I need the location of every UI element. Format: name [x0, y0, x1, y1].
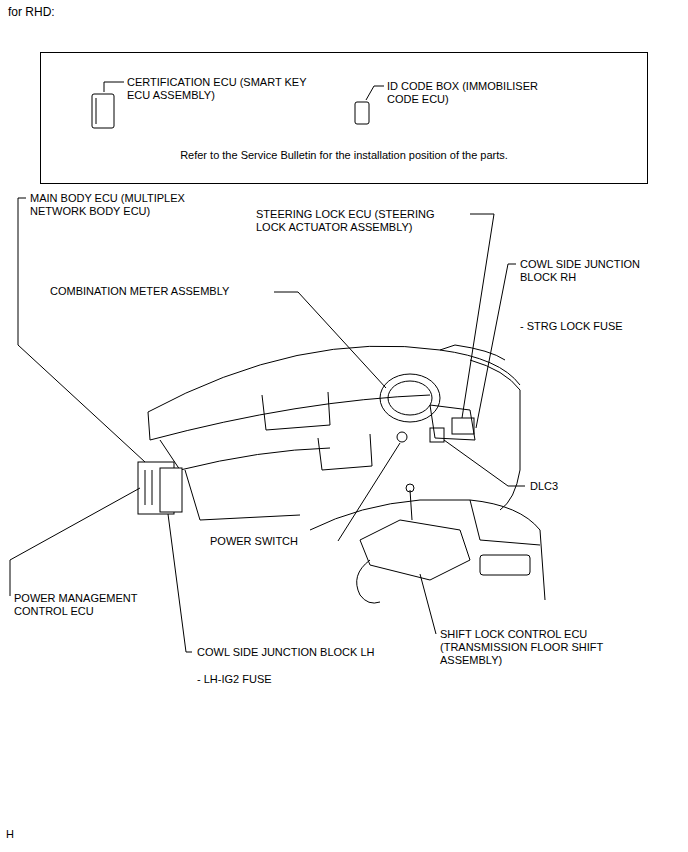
leader-line	[476, 264, 516, 428]
leader-line	[462, 214, 494, 418]
leader-line	[274, 292, 386, 388]
part-label: POWER MANAGEMENT CONTROL ECU	[14, 592, 184, 618]
note-text: Refer to the Service Bulletin for the in…	[41, 53, 647, 162]
ecu-icon	[355, 102, 369, 124]
part-label: H	[6, 828, 36, 841]
part-label: - LH-IG2 FUSE	[197, 673, 347, 686]
part-label: POWER SWITCH	[210, 535, 336, 548]
leader-line	[10, 488, 140, 596]
part-label: ID CODE BOX (IMMOBILISER CODE ECU)	[387, 80, 557, 106]
part-label: - STRG LOCK FUSE	[520, 320, 670, 333]
part-label: COWL SIDE JUNCTION BLOCK RH	[520, 258, 660, 284]
note-box: Refer to the Service Bulletin for the in…	[40, 52, 648, 184]
leader-line	[18, 198, 145, 462]
leader-line	[366, 86, 384, 100]
part-label: COMBINATION METER ASSEMBLY	[50, 285, 272, 298]
leader-line	[104, 82, 124, 92]
leader-line	[444, 440, 525, 486]
part-label: SHIFT LOCK CONTROL ECU (TRANSMISSION FLO…	[440, 628, 640, 667]
page-heading: for RHD:	[8, 6, 55, 19]
ecu-icon	[92, 94, 114, 128]
leader-line	[420, 574, 436, 634]
part-label: CERTIFICATION ECU (SMART KEY ECU ASSEMBL…	[127, 76, 327, 102]
switch-symbol	[397, 432, 407, 442]
part-label: STEERING LOCK ECU (STEERING LOCK ACTUATO…	[256, 208, 466, 234]
part-label: DLC3	[530, 480, 590, 493]
part-label: COWL SIDE JUNCTION BLOCK LH	[197, 646, 427, 659]
leader-line	[168, 514, 192, 652]
shift-assembly	[360, 520, 470, 580]
leader-line	[338, 443, 400, 541]
part-label: MAIN BODY ECU (MULTIPLEX NETWORK BODY EC…	[30, 192, 230, 218]
